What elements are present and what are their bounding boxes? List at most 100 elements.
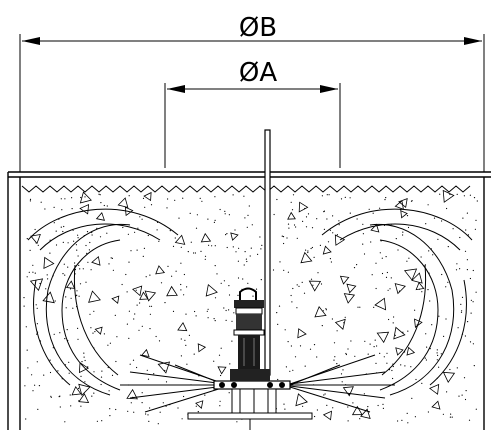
particle-dot	[67, 242, 69, 244]
particle-dot	[296, 284, 298, 286]
particle-dot	[375, 362, 377, 364]
particle-dot	[86, 231, 89, 233]
particle-dot	[107, 344, 109, 346]
particle-dot	[324, 393, 326, 395]
particle-dot	[93, 310, 95, 312]
particle-dot	[371, 274, 373, 276]
particle-dot	[226, 233, 228, 235]
particle-dot	[23, 305, 25, 307]
particle-dot	[180, 283, 182, 286]
particle-dot	[36, 361, 38, 363]
particle-dot	[287, 271, 289, 273]
particle-dot	[225, 234, 227, 236]
particle-dot	[142, 255, 144, 257]
particle-dot	[359, 418, 361, 420]
particle-dot	[287, 223, 290, 225]
particle-dot	[24, 385, 26, 387]
particle-dot	[181, 418, 183, 420]
particle-dot	[165, 381, 168, 383]
particle-dot	[121, 283, 123, 286]
particle-dot	[224, 210, 226, 212]
particle-dot	[50, 395, 52, 397]
particle-dot	[323, 228, 325, 230]
particle-dot	[85, 244, 87, 247]
particle-dot	[402, 231, 404, 233]
particle-triangle	[346, 283, 357, 294]
particle-dot	[114, 314, 116, 316]
particle-triangle	[393, 326, 406, 340]
particle-dot	[193, 252, 195, 254]
particle-dot	[251, 224, 253, 226]
particle-triangle	[374, 297, 387, 311]
particle-dot	[101, 370, 103, 372]
particle-dot	[313, 256, 315, 258]
flow-arc	[321, 208, 473, 241]
particle-dot	[79, 283, 82, 285]
particle-dot	[109, 342, 111, 344]
flow-arc	[429, 279, 467, 386]
particle-dot	[49, 359, 51, 361]
particle-dot	[29, 200, 31, 202]
particle-dot	[437, 238, 439, 240]
particle-dot	[407, 422, 409, 424]
particle-dot	[235, 251, 237, 253]
particle-dot	[475, 408, 477, 410]
particle-dot	[463, 195, 465, 197]
particle-dot	[143, 247, 145, 249]
jet-line	[129, 371, 226, 385]
particle-dot	[112, 269, 114, 271]
particle-dot	[186, 286, 188, 288]
particle-dot	[80, 196, 82, 199]
particle-dot	[82, 268, 84, 270]
particle-dot	[162, 402, 164, 404]
particle-dot	[379, 352, 381, 354]
particle-dot	[44, 208, 46, 210]
particle-dot	[37, 408, 39, 410]
particle-dot	[109, 408, 111, 410]
particle-dot	[65, 307, 67, 309]
lifting-handle	[239, 287, 257, 300]
particle-dot	[128, 195, 130, 197]
particle-dot	[363, 393, 365, 395]
particle-dot	[292, 194, 295, 196]
particle-dot	[144, 206, 146, 208]
particle-dot	[145, 276, 147, 278]
particle-dot	[288, 227, 290, 229]
particle-dot	[234, 229, 236, 231]
particle-dot	[77, 237, 79, 239]
particle-dot	[466, 212, 468, 214]
particle-dot	[316, 218, 318, 220]
particle-dot	[350, 340, 352, 342]
flow-arc	[379, 239, 439, 391]
particle-dot	[381, 257, 383, 259]
particle-triangle	[297, 328, 307, 339]
particle-dot	[446, 391, 448, 393]
particle-dot	[369, 343, 371, 345]
particle-dot	[130, 402, 132, 404]
particle-dot	[344, 316, 346, 318]
particle-dot	[85, 281, 87, 283]
particle-dot	[204, 258, 206, 260]
particle-dot	[64, 274, 66, 276]
particle-dot	[150, 305, 153, 307]
particle-dot	[125, 273, 127, 276]
particle-dot	[84, 359, 86, 362]
particle-dot	[309, 348, 312, 350]
particle-dot	[174, 199, 176, 201]
particle-dot	[331, 318, 333, 320]
particle-dot	[461, 296, 464, 298]
particle-dot	[35, 304, 37, 306]
particle-dot	[79, 268, 81, 270]
particle-dot	[93, 371, 95, 373]
submersible-mixer	[187, 287, 313, 430]
particle-dot	[128, 337, 130, 339]
jet-line	[144, 386, 226, 413]
particle-dot	[68, 372, 70, 374]
particle-dot	[54, 300, 56, 302]
particle-dot	[458, 395, 460, 397]
particle-dot	[231, 320, 233, 322]
particle-dot	[184, 339, 186, 341]
particle-dot	[93, 392, 95, 394]
particle-dot	[305, 226, 308, 228]
particle-dot	[174, 237, 176, 239]
